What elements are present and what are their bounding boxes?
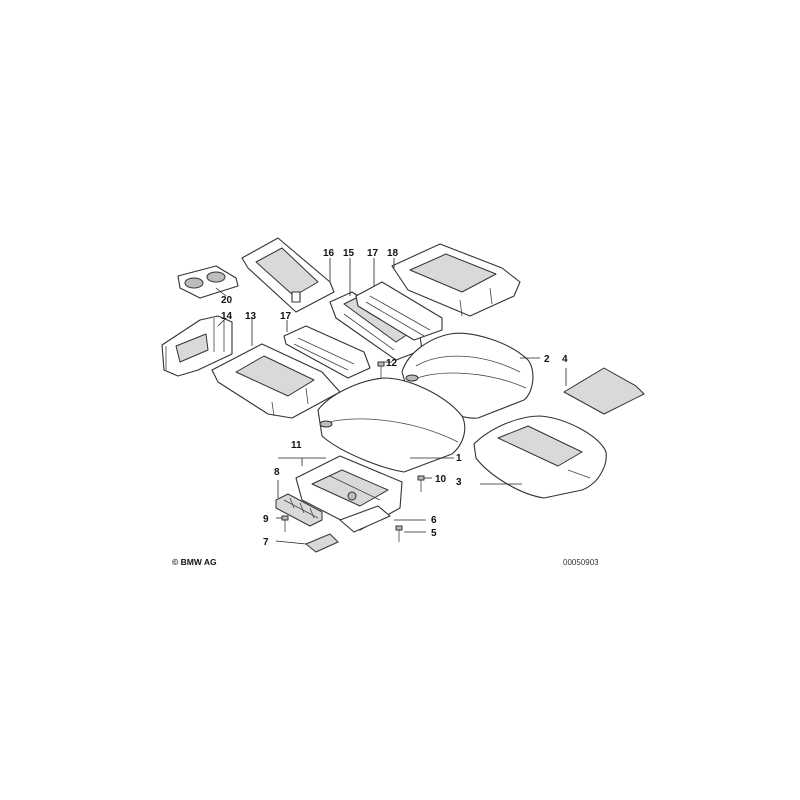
- part-18-lid-frame: [391, 243, 521, 317]
- callout-4: 4: [562, 354, 568, 365]
- part-13-tray: [211, 343, 341, 419]
- callout-3: 3: [456, 477, 462, 488]
- part-7-clip: [305, 533, 339, 553]
- callout-10: 10: [435, 474, 447, 485]
- callout-1: 1: [456, 453, 462, 464]
- callout-2: 2: [544, 354, 550, 365]
- callouts: 20 14 13 16 15 17 18 17 12 2 4 1 3 10 11…: [221, 248, 568, 548]
- callout-14: 14: [221, 311, 233, 322]
- part-5-screw: [395, 525, 403, 542]
- callout-17-upper: 17: [367, 248, 379, 259]
- part-8-spring-bar: [275, 493, 323, 527]
- part-6-plate: [339, 505, 391, 533]
- callout-8: 8: [274, 467, 280, 478]
- callout-12: 12: [386, 358, 398, 369]
- callout-20: 20: [221, 295, 233, 306]
- part-4-cover-plate: [563, 367, 645, 415]
- leader-lines: [215, 258, 567, 545]
- callout-11: 11: [291, 440, 302, 451]
- part-17-rail-upper: [355, 281, 443, 341]
- callout-6: 6: [431, 515, 437, 526]
- callout-16: 16: [323, 248, 335, 259]
- part-20-cup-holder: [177, 265, 239, 299]
- part-1-armrest-body: [317, 377, 466, 473]
- callout-13: 13: [245, 311, 257, 322]
- callout-9: 9: [263, 514, 269, 525]
- callout-7: 7: [263, 537, 269, 548]
- callout-17-lower: 17: [280, 311, 292, 322]
- callout-15: 15: [343, 248, 355, 259]
- callout-5: 5: [431, 528, 437, 539]
- drawing-number: 00050903: [563, 558, 599, 567]
- part-16-tray: [241, 237, 335, 313]
- part-17-rail-lower: [283, 325, 371, 379]
- callout-18: 18: [387, 248, 399, 259]
- part-10-screw: [417, 475, 425, 492]
- copyright-label: © BMW AG: [172, 557, 217, 567]
- part-3-base-tray: [473, 415, 607, 499]
- part-9-screw: [281, 515, 289, 532]
- part-12-screw: [377, 361, 385, 378]
- part-14-bracket: [161, 315, 233, 377]
